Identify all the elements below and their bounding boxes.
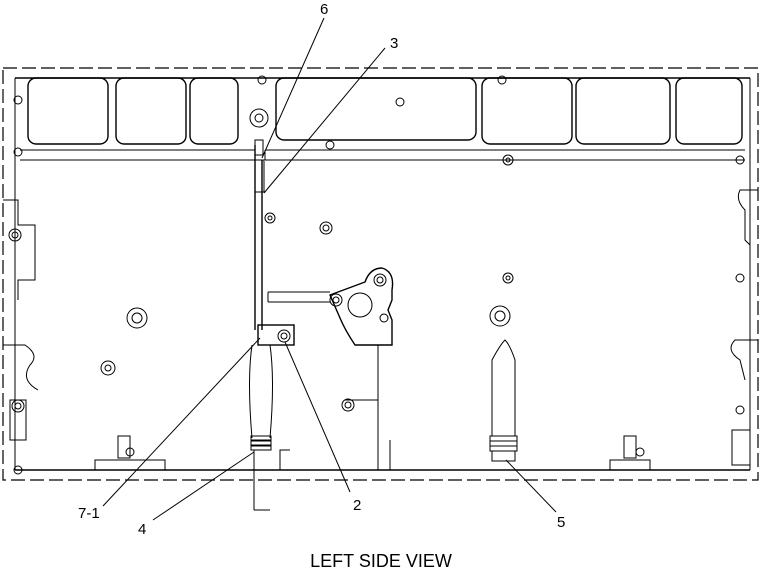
callout-5: 5 <box>557 514 565 531</box>
bottom-features <box>94 399 651 470</box>
leader-lines <box>102 17 557 521</box>
view-caption: LEFT SIDE VIEW <box>310 551 452 571</box>
dipstick-tube <box>489 339 518 462</box>
upper-pockets <box>20 77 745 161</box>
right-side-features <box>730 189 758 466</box>
mounting-flange <box>267 267 394 400</box>
callout-3: 3 <box>390 35 398 52</box>
vertical-tube <box>249 139 295 511</box>
callout-7-1: 7-1 <box>78 505 100 522</box>
callout-2: 2 <box>353 497 361 514</box>
callout-4: 4 <box>138 521 146 538</box>
bolt-holes <box>8 75 745 475</box>
callout-6: 6 <box>320 1 328 18</box>
